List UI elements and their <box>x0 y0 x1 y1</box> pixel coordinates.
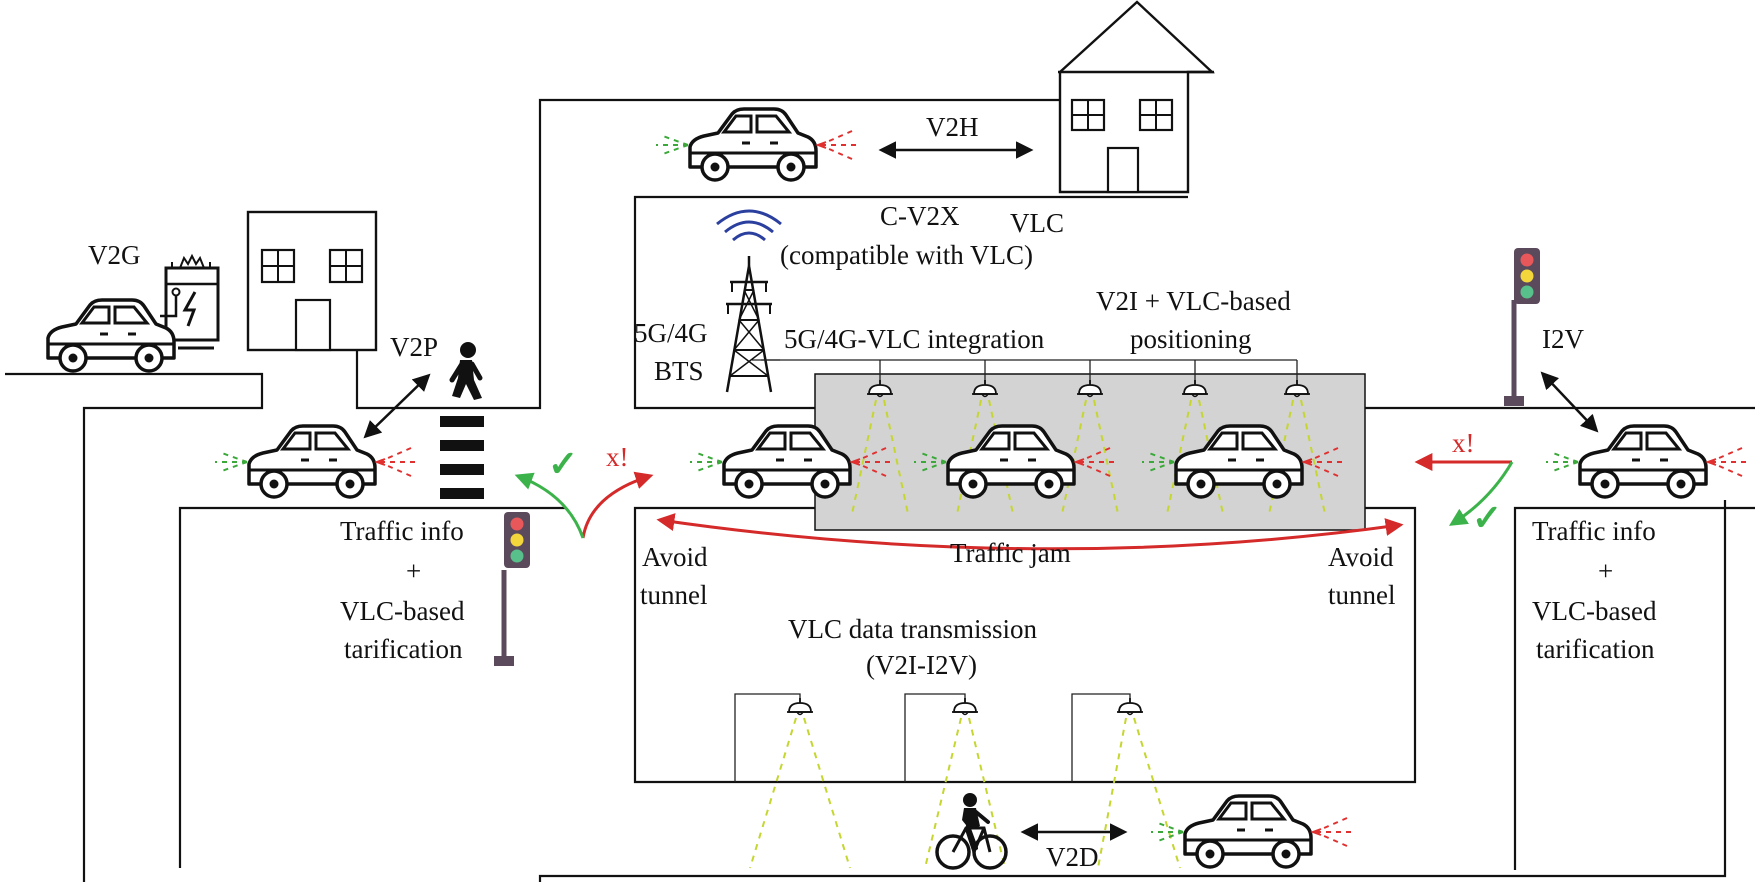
road-network <box>5 98 1755 882</box>
label-avoid-right: Avoid <box>1328 542 1394 572</box>
label-v2i-line1: V2I + VLC-based <box>1096 286 1291 316</box>
ok-arrow <box>514 472 585 539</box>
car-icon <box>46 298 176 373</box>
cell-tower-icon <box>725 256 773 393</box>
label-v2p: V2P <box>390 332 438 362</box>
car-icon <box>1150 794 1352 869</box>
traffic-jam-arrow <box>656 513 1404 551</box>
label-traffic-jam: Traffic jam <box>950 538 1071 568</box>
signal-wave-icon <box>716 209 782 242</box>
label-vlc-tx-line2: (V2I-I2V) <box>866 650 977 680</box>
warning-arrow-icon <box>581 471 654 539</box>
label-bts-line1: 5G/4G <box>634 318 708 348</box>
label-tunnel-right: tunnel <box>1328 580 1396 610</box>
label-traffic-info-right: Traffic info <box>1532 516 1656 546</box>
label-traffic-info-left: Traffic info <box>340 516 464 546</box>
label-plus-right: + <box>1598 556 1613 586</box>
label-vlc-based-right: VLC-based <box>1532 596 1657 626</box>
label-compatible: (compatible with VLC) <box>780 240 1033 270</box>
link-arrows <box>363 141 1599 841</box>
label-tarification-right: tarification <box>1536 634 1655 664</box>
check-mark-icon: ✓ <box>1472 498 1502 538</box>
traffic-light-icon <box>494 512 530 666</box>
check-mark-icon: ✓ <box>548 444 578 484</box>
house-icon <box>1058 0 1216 194</box>
label-vlc-based-left: VLC-based <box>340 596 465 626</box>
traffic-light-icon <box>1504 248 1540 406</box>
street-lamp-icon <box>1097 697 1181 869</box>
label-avoid-left: Avoid <box>642 542 708 572</box>
label-v2h: V2H <box>926 112 979 142</box>
ok-arrow <box>1448 461 1514 526</box>
label-vlc: VLC <box>1010 208 1064 238</box>
pedestrian-icon <box>449 342 483 400</box>
label-v2d: V2D <box>1046 842 1099 872</box>
label-i2v: I2V <box>1542 324 1584 354</box>
label-c-v2x: C-V2X <box>880 201 960 231</box>
car-icon <box>655 107 857 182</box>
label-vlc-tx-line1: VLC data transmission <box>788 614 1037 644</box>
label-tarification-left: tarification <box>344 634 463 664</box>
car-icon <box>1545 424 1747 499</box>
label-warning-left: x! <box>606 442 629 472</box>
car-icon <box>214 424 416 499</box>
label-warning-right: x! <box>1452 428 1475 458</box>
label-v2i-line2: positioning <box>1130 324 1252 354</box>
label-plus-left: + <box>406 556 421 586</box>
label-integration: 5G/4G-VLC integration <box>784 324 1045 354</box>
label-v2g: V2G <box>88 240 141 270</box>
lower-road-lamps <box>734 693 1181 869</box>
street-lamp-icon <box>924 697 1006 869</box>
cyclist-icon <box>935 793 1008 870</box>
route-arrows <box>514 453 1514 551</box>
zebra-crossing-icon <box>440 416 484 499</box>
label-bts-line2: BTS <box>654 356 704 386</box>
building-icon <box>246 210 378 352</box>
street-lamp-icon <box>749 697 851 869</box>
label-tunnel-left: tunnel <box>640 580 708 610</box>
charging-station-icon <box>160 253 220 350</box>
labels: V2G V2H V2P I2V V2D C-V2X VLC (compatibl… <box>88 112 1657 872</box>
